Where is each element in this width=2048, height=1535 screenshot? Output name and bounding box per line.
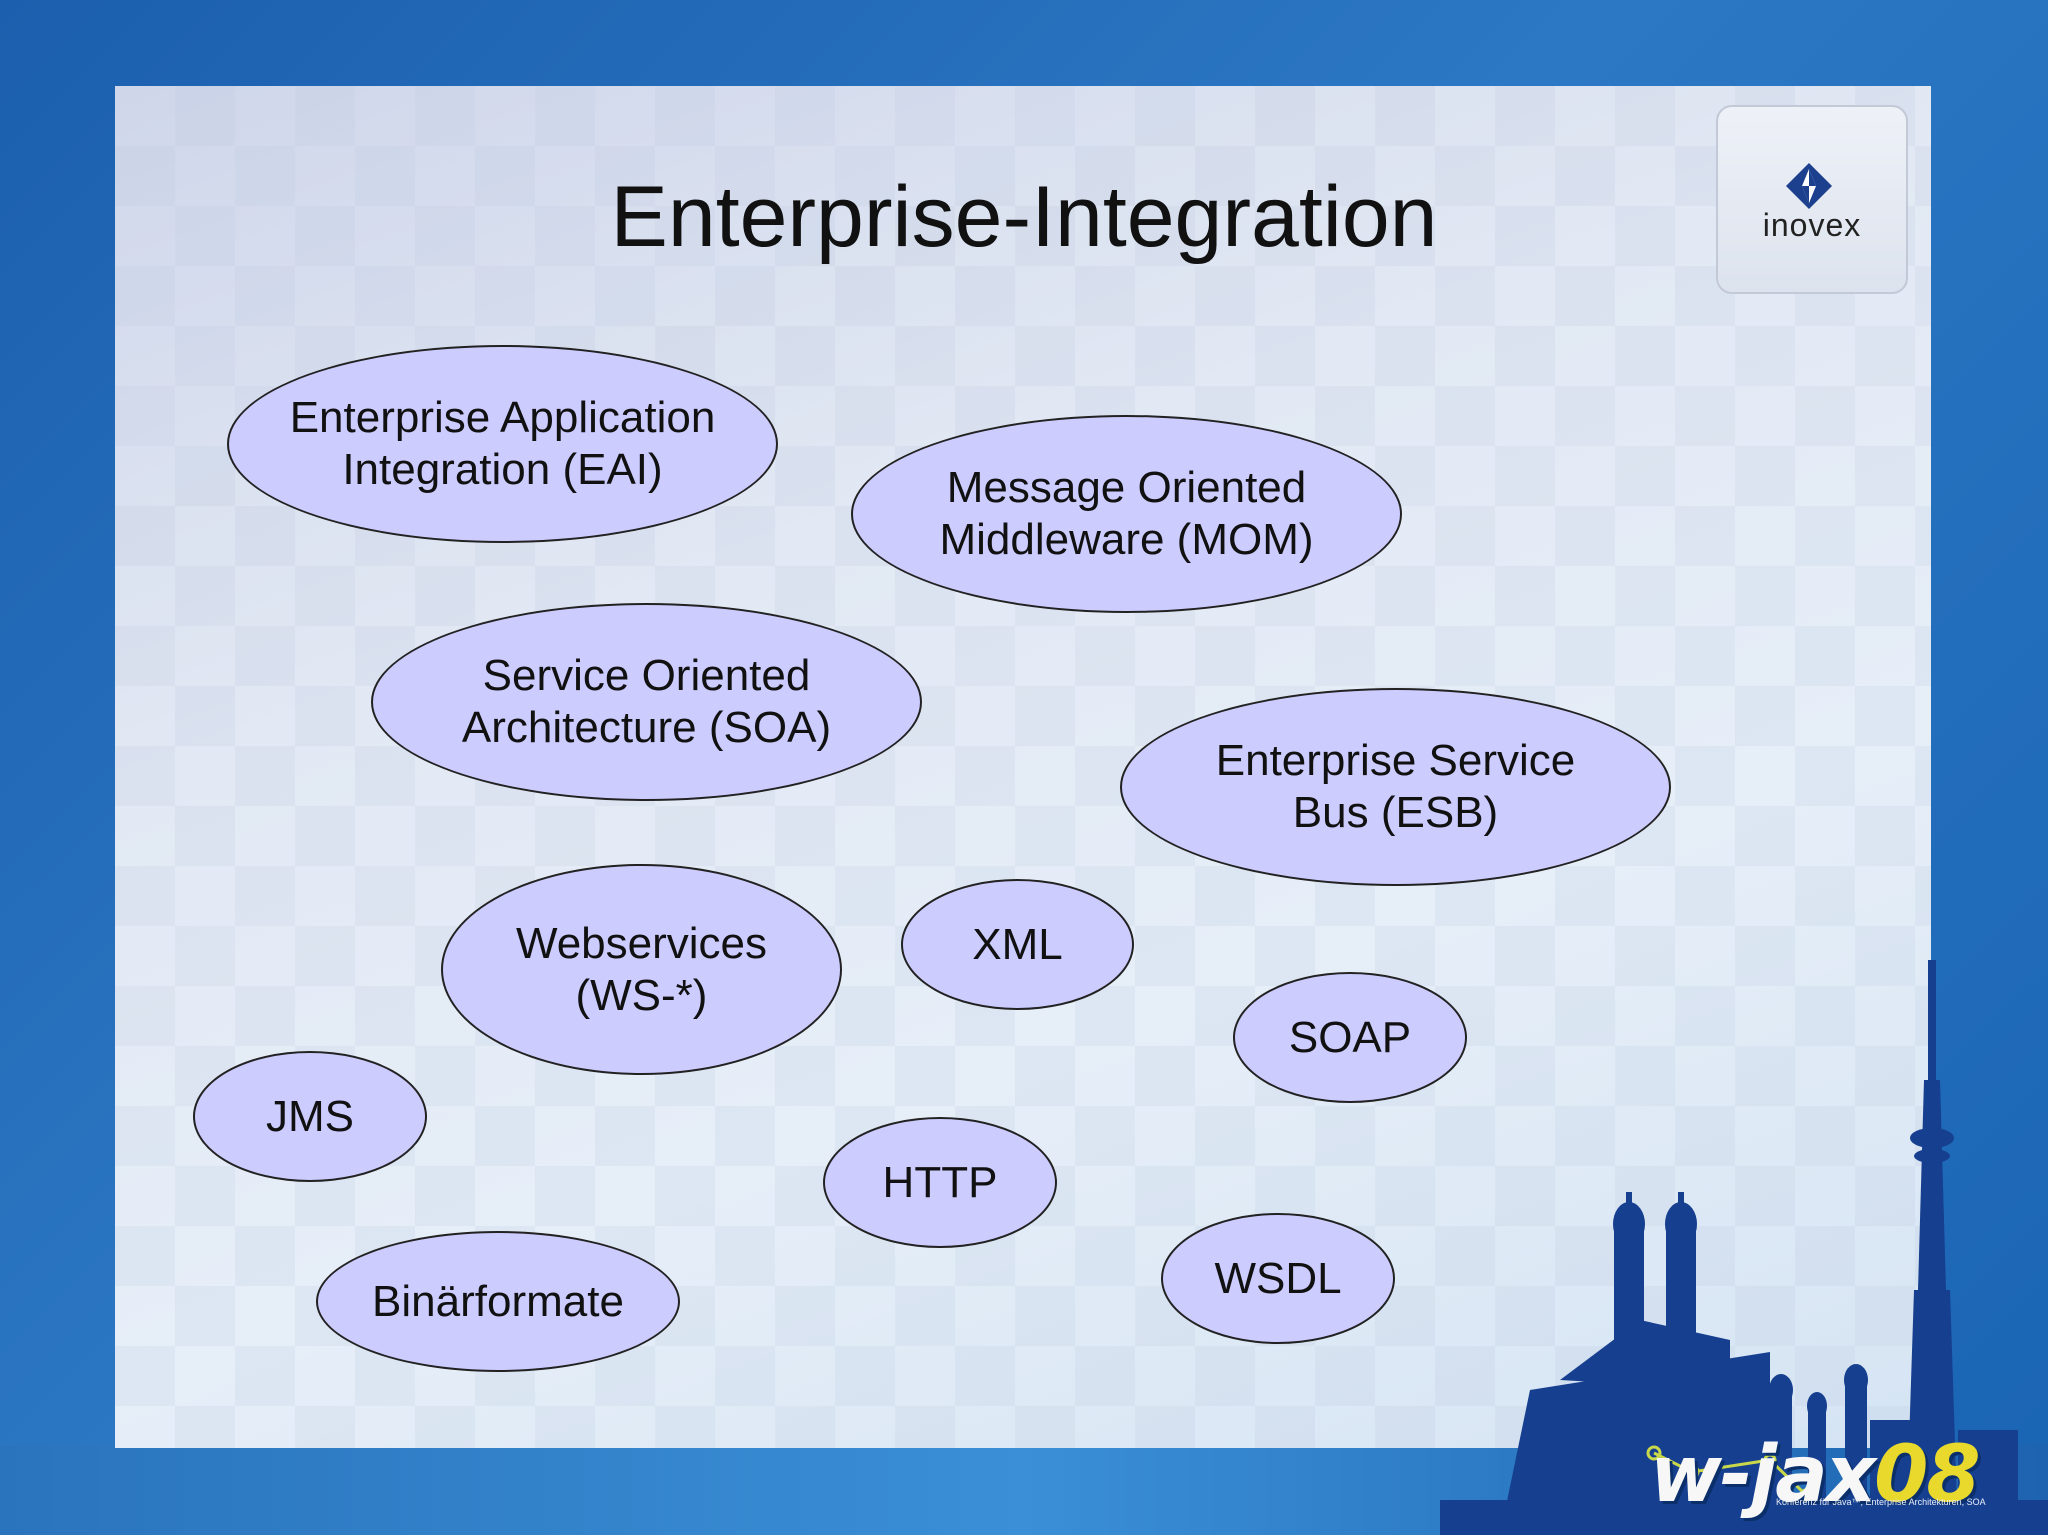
bubble-label: JMS	[266, 1091, 354, 1141]
bubble-http: HTTP	[823, 1117, 1057, 1248]
bubble-label: Webservices	[515, 918, 768, 968]
bubble-label: Binärformate	[372, 1276, 624, 1326]
bubble-wsdl: WSDL	[1161, 1213, 1395, 1344]
bubble-jms: JMS	[193, 1051, 427, 1182]
bubble-mom: Message Oriented Middleware (MOM)	[851, 415, 1402, 613]
bubble-soa: Service Oriented Architecture (SOA)	[371, 603, 922, 801]
bubble-label: Integration (EAI)	[342, 445, 663, 494]
bubble-label: (WS-*)	[575, 970, 708, 1020]
bubble-esb: Enterprise Service Bus (ESB)	[1120, 688, 1671, 886]
inovex-diamond-icon	[1786, 163, 1832, 209]
bubble-eai: Enterprise Application Integration (EAI)	[227, 345, 778, 543]
bubble-binaerformate: Binärformate	[316, 1231, 680, 1372]
munich-skyline-graphic	[1440, 960, 2048, 1535]
bubble-label: WSDL	[1214, 1253, 1342, 1303]
bubble-xml: XML	[901, 879, 1134, 1010]
bubble-label: Architecture (SOA)	[461, 703, 832, 752]
bubble-soap: SOAP	[1233, 972, 1467, 1103]
bubble-webservices: Webservices (WS-*)	[441, 864, 842, 1075]
slide-title: Enterprise-Integration	[610, 169, 1438, 265]
bubble-label: Service Oriented	[482, 651, 811, 700]
logo-text: inovex	[1762, 207, 1862, 243]
bubble-label: Middleware (MOM)	[939, 515, 1314, 564]
bubble-label: Message Oriented	[946, 463, 1307, 512]
wjax-name: w-jax	[1650, 1430, 1876, 1520]
bubble-label: Bus (ESB)	[1292, 788, 1499, 837]
wjax-year: 08	[1874, 1430, 1981, 1520]
bubble-label: XML	[972, 919, 1063, 969]
wjax-tagline: Konferenz für Java™, Enterprise Architek…	[1776, 1497, 1986, 1507]
bubble-label: SOAP	[1288, 1012, 1412, 1062]
bubble-label: Enterprise Service	[1215, 736, 1576, 785]
bubble-label: Enterprise Application	[289, 393, 716, 442]
inovex-logo: inovex	[1716, 105, 1908, 294]
wjax-logo: w-jax08	[1650, 1430, 1981, 1520]
bubble-label: HTTP	[882, 1157, 998, 1207]
